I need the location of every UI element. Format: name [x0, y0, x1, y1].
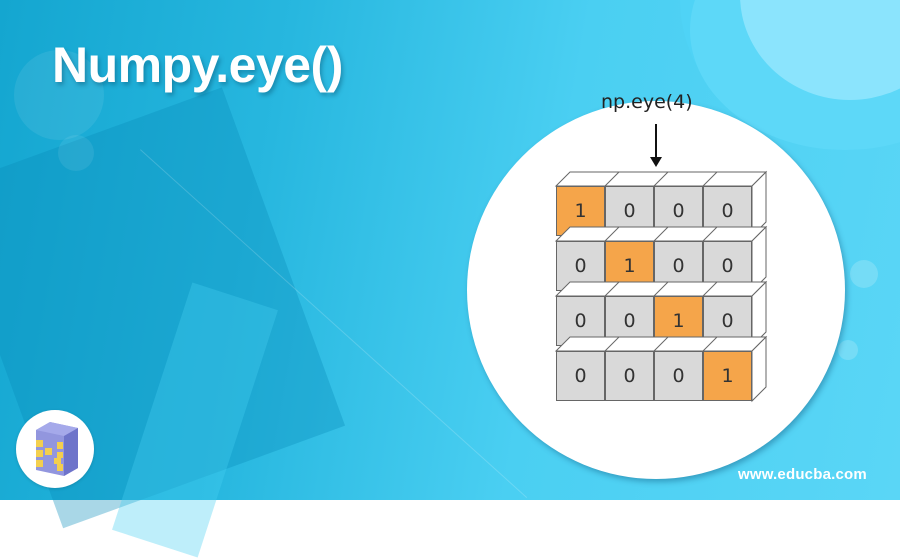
bokeh-circle: [14, 50, 104, 140]
down-arrow-head-icon: [650, 157, 662, 167]
site-url: www.educba.com: [738, 466, 867, 483]
row-bevel: [554, 335, 768, 403]
down-arrow-icon: [655, 124, 657, 160]
page-title: Numpy.eye(): [52, 37, 343, 93]
matrix-cell: 0: [556, 351, 605, 401]
row-bevel: [554, 280, 768, 348]
function-label: np.eye(4): [601, 91, 693, 113]
matrix-cell: 0: [605, 351, 654, 401]
matrix-cell: 0: [654, 351, 703, 401]
numpy-logo: [16, 410, 94, 488]
bokeh-circle: [58, 135, 94, 171]
row-bevel: [554, 225, 768, 293]
bokeh-circle: [850, 260, 878, 288]
numpy-cube-logo-icon: [36, 422, 78, 476]
bokeh-circle: [838, 340, 858, 360]
row-bevel: [554, 170, 768, 238]
matrix-cell: 1: [703, 351, 752, 401]
